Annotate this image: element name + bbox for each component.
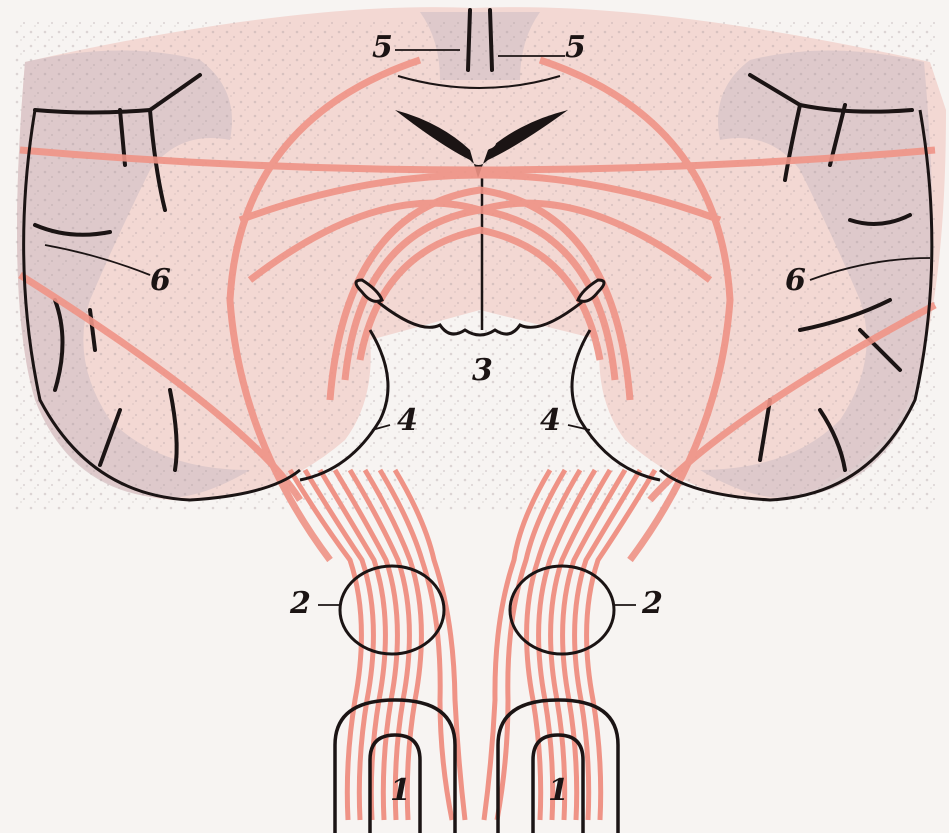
label-2-right: 2	[641, 586, 663, 621]
label-6-right: 6	[785, 263, 806, 298]
label-5-left: 5	[372, 30, 393, 65]
optic-tract-bundles	[290, 470, 655, 820]
label-1-left: 1	[390, 773, 411, 808]
label-6-left: 6	[150, 263, 171, 298]
label-5-right: 5	[565, 30, 586, 65]
label-1-right: 1	[548, 773, 569, 808]
label-4-left: 4	[397, 403, 418, 438]
label-2-left: 2	[289, 586, 311, 621]
label-3: 3	[472, 353, 493, 388]
label-4-right: 4	[540, 403, 561, 438]
